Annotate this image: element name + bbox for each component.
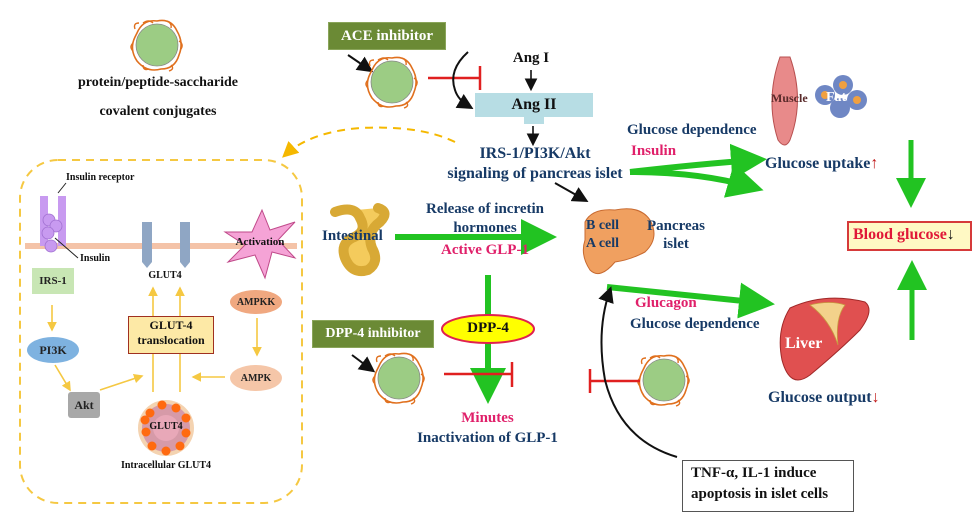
glucose-output: Glucose output↓	[768, 389, 880, 407]
ang2-box-tab	[524, 117, 544, 124]
output-down-arrow-icon: ↓	[871, 389, 880, 406]
muscle-icon	[771, 56, 798, 146]
b-cell-label: B cell	[586, 218, 620, 233]
glut4-membrane-label: GLUT4	[148, 270, 182, 281]
cell-membrane	[25, 243, 297, 249]
a-cell-label: A cell	[586, 236, 620, 251]
ace-particle-icon	[365, 56, 418, 109]
signaling-line-2: signaling of pancreas islet	[447, 165, 623, 182]
insulin-receptor-label: Insulin receptor	[66, 172, 135, 183]
glucose-output-label: Glucose output	[768, 389, 872, 406]
liver-icon	[779, 297, 870, 381]
ang1-label: Ang I	[512, 50, 550, 66]
intracellular-glut4-label: Intracellular GLUT4	[120, 460, 212, 471]
intestine-icon	[330, 203, 390, 277]
dpp4-enzyme	[441, 314, 535, 344]
receptor-label-line	[57, 182, 67, 194]
release-line-1: Release of incretin	[425, 201, 545, 217]
uptake-up-arrow-icon: ↑	[870, 155, 879, 172]
insulin-to-uptake-arrow-2	[629, 163, 764, 198]
intestinal-label: Intestinal	[322, 228, 383, 244]
glut4-translocation-line-2: translocation	[137, 333, 205, 347]
cell-region-border	[19, 159, 303, 504]
ang-conversion-arrow	[452, 51, 474, 110]
release-line-2: hormones	[453, 220, 517, 236]
insulin-label: Insulin	[631, 143, 677, 159]
pi3k-node: PI3K	[27, 337, 79, 363]
gallbladder-icon	[809, 302, 846, 346]
glucagon-label: Glucagon	[635, 295, 697, 311]
inactivation-label: Inactivation of GLP-1	[417, 430, 558, 446]
ang2-box: Ang II	[475, 93, 593, 117]
dpp4-label: DPP-4	[467, 320, 509, 336]
insulin-molecule	[44, 239, 58, 253]
ampkk-node: AMPKK	[230, 290, 282, 314]
activation-label: Activation	[235, 236, 285, 248]
insulin-label-line	[54, 237, 79, 259]
legend-particle-icon	[130, 19, 183, 72]
apoptosis-line-2: apoptosis in islet cells	[691, 486, 829, 502]
apoptosis-line-1: TNF-α, IL-1 induce	[691, 465, 817, 481]
ampk-node: AMPK	[230, 365, 282, 391]
activation-star	[223, 208, 297, 280]
dpp4-inhibitor-box: DPP-4 inhibitor	[312, 320, 434, 348]
legend-line-1: protein/peptide-saccharide	[78, 75, 238, 90]
signaling-to-pancreas-arrow	[554, 182, 589, 202]
insulin-glucose-dependence: Glucose dependence	[627, 122, 757, 138]
glut4-channel-2	[180, 222, 190, 268]
glut4-translocation-box: GLUT-4 translocation	[128, 316, 214, 354]
akt-node: Akt	[68, 392, 100, 418]
insulin-receptor-right	[58, 196, 66, 246]
apoptosis-particle-icon	[637, 354, 690, 407]
glucose-uptake-label: Glucose uptake	[765, 155, 871, 172]
ace-inhibitor-box: ACE inhibitor	[328, 22, 446, 50]
pancreas-icon	[582, 208, 655, 275]
akt-to-translocation-arrow	[99, 373, 144, 391]
ace-pointer-arrow	[347, 54, 374, 73]
apoptosis-arrow	[598, 286, 678, 458]
glut4-translocation-line-1: GLUT-4	[149, 318, 193, 332]
glut4-vesicle-label: GLUT4	[149, 421, 183, 432]
glucagon-to-liver-arrow	[606, 282, 775, 319]
glucose-uptake: Glucose uptake↑	[765, 155, 878, 173]
glut4-channel-1	[142, 222, 152, 268]
blood-glucose-label: Blood glucose	[853, 226, 947, 243]
pi3k-to-akt-arrow	[54, 364, 71, 392]
legend-line-2: covalent conjugates	[99, 104, 217, 119]
apoptosis-box: TNF-α, IL-1 induce apoptosis in islet ce…	[682, 460, 854, 512]
irs1-node: IRS-1	[32, 268, 74, 294]
liver-label: Liver	[785, 335, 823, 352]
blood-glucose-box: Blood glucose↓	[847, 221, 972, 251]
active-glp1-label: Active GLP-1	[441, 242, 529, 258]
fat-label: Fat	[826, 90, 847, 105]
dpp4-particle-icon	[372, 352, 425, 405]
glucagon-glucose-dependence: Glucose dependence	[630, 316, 760, 332]
fat-icon	[815, 75, 867, 118]
pancreas-name-line-1: Pancreas	[646, 218, 706, 234]
dpp4-pointer-arrow	[351, 354, 376, 373]
insulin-label-cell: Insulin	[80, 253, 111, 264]
glut4-vesicle	[138, 400, 194, 456]
signaling-line-1: IRS-1/PI3K/Akt	[479, 145, 591, 162]
pancreas-name-line-2: islet	[663, 236, 689, 252]
signaling-to-cell-arrow	[282, 126, 456, 158]
blood-glucose-down-arrow-icon: ↓	[946, 226, 955, 243]
muscle-label: Muscle	[771, 91, 808, 105]
minutes-label: Minutes	[461, 410, 514, 426]
